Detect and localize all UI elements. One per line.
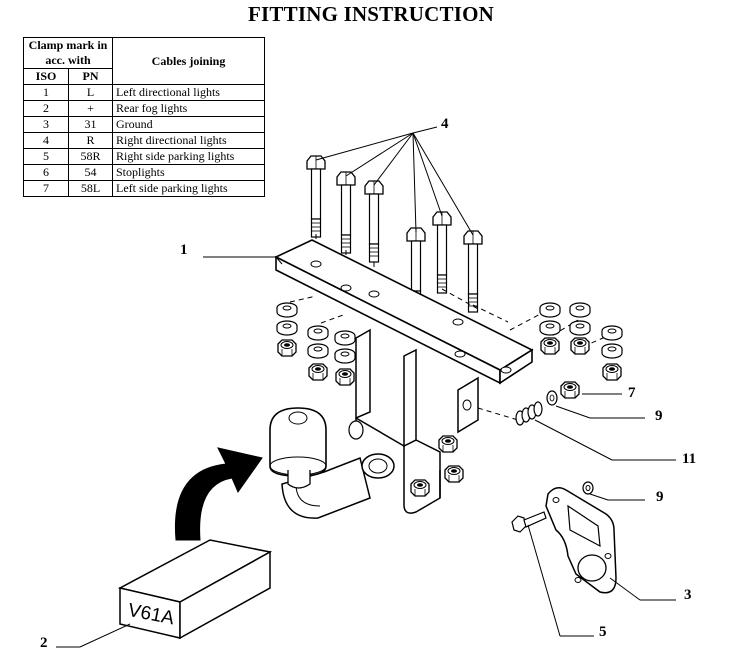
header-pn: PN	[68, 68, 113, 85]
header-clamp-mark: Clamp mark in acc. with	[23, 37, 113, 69]
leader-lines-4	[315, 126, 474, 236]
callout-2: 2	[40, 635, 48, 651]
table-row: 7 58L Left side parking lights	[22, 180, 265, 197]
callout-leaders	[56, 256, 676, 648]
tow-ball	[269, 407, 395, 519]
desc-cell: Right side parking lights	[112, 148, 265, 165]
spring-washer	[515, 401, 543, 426]
pn-cell: 31	[68, 116, 113, 133]
iso-cell: 7	[22, 180, 70, 197]
callout-4: 4	[441, 116, 449, 132]
screw-part-5	[511, 511, 547, 533]
pn-cell: 58L	[68, 180, 113, 197]
cables-joining-table: Clamp mark in acc. with Cables joining I…	[22, 37, 265, 197]
washer-part-9	[546, 390, 558, 406]
callout-7: 7	[628, 385, 636, 401]
table-row: 6 54 Stoplights	[22, 164, 265, 181]
page-title: FITTING INSTRUCTION	[248, 2, 494, 26]
nut-part-7	[560, 381, 580, 399]
iso-cell: 5	[22, 148, 70, 165]
washers-and-nuts-left	[276, 302, 356, 386]
pn-cell: 54	[68, 164, 113, 181]
callout-11: 11	[682, 451, 697, 467]
callout-3: 3	[684, 587, 692, 603]
desc-cell: Ground	[112, 116, 265, 133]
callout-5: 5	[599, 624, 607, 640]
desc-cell: Right directional lights	[112, 132, 265, 149]
table-row: 4 R Right directional lights	[22, 132, 265, 149]
product-box: V61A	[117, 539, 273, 640]
direction-arrow	[174, 447, 263, 541]
callout-1: 1	[180, 242, 188, 258]
header-cables-joining: Cables joining	[112, 37, 265, 85]
table-row: 3 31 Ground	[22, 116, 265, 133]
mounting-bracket	[274, 239, 534, 514]
socket-plate	[545, 481, 617, 594]
tower-bolts	[410, 435, 464, 497]
desc-cell: Stoplights	[112, 164, 265, 181]
desc-cell: Left side parking lights	[112, 180, 265, 197]
washers-and-nuts-right	[539, 302, 623, 381]
callout-9-lower: 9	[656, 489, 664, 505]
callout-9-upper: 9	[655, 408, 663, 424]
